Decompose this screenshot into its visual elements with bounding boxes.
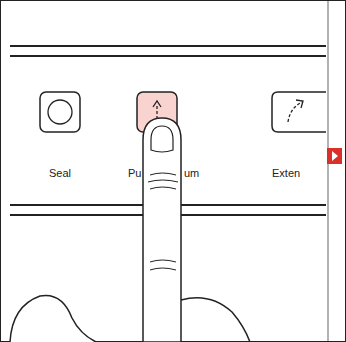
pressing-finger bbox=[143, 118, 181, 342]
curve-icon bbox=[288, 102, 302, 122]
button-label: Pu bbox=[128, 167, 141, 180]
finger-crease bbox=[148, 173, 178, 270]
button-label: Seal bbox=[49, 167, 71, 180]
edge-line bbox=[327, 1, 329, 341]
button-label: Exten bbox=[272, 167, 300, 180]
arrow-icon bbox=[153, 101, 161, 107]
seal-icon bbox=[48, 100, 72, 124]
rail-line bbox=[10, 45, 326, 47]
next-marker bbox=[332, 151, 338, 161]
next-marker bbox=[327, 148, 342, 164]
finger-nail bbox=[151, 126, 173, 152]
seal-button bbox=[40, 92, 80, 132]
hand-outline bbox=[10, 295, 96, 342]
button-label: um bbox=[184, 167, 199, 180]
extend-button bbox=[272, 92, 326, 132]
curve-icon bbox=[296, 100, 303, 108]
hand-outline bbox=[181, 298, 250, 342]
rail-line bbox=[10, 55, 326, 57]
